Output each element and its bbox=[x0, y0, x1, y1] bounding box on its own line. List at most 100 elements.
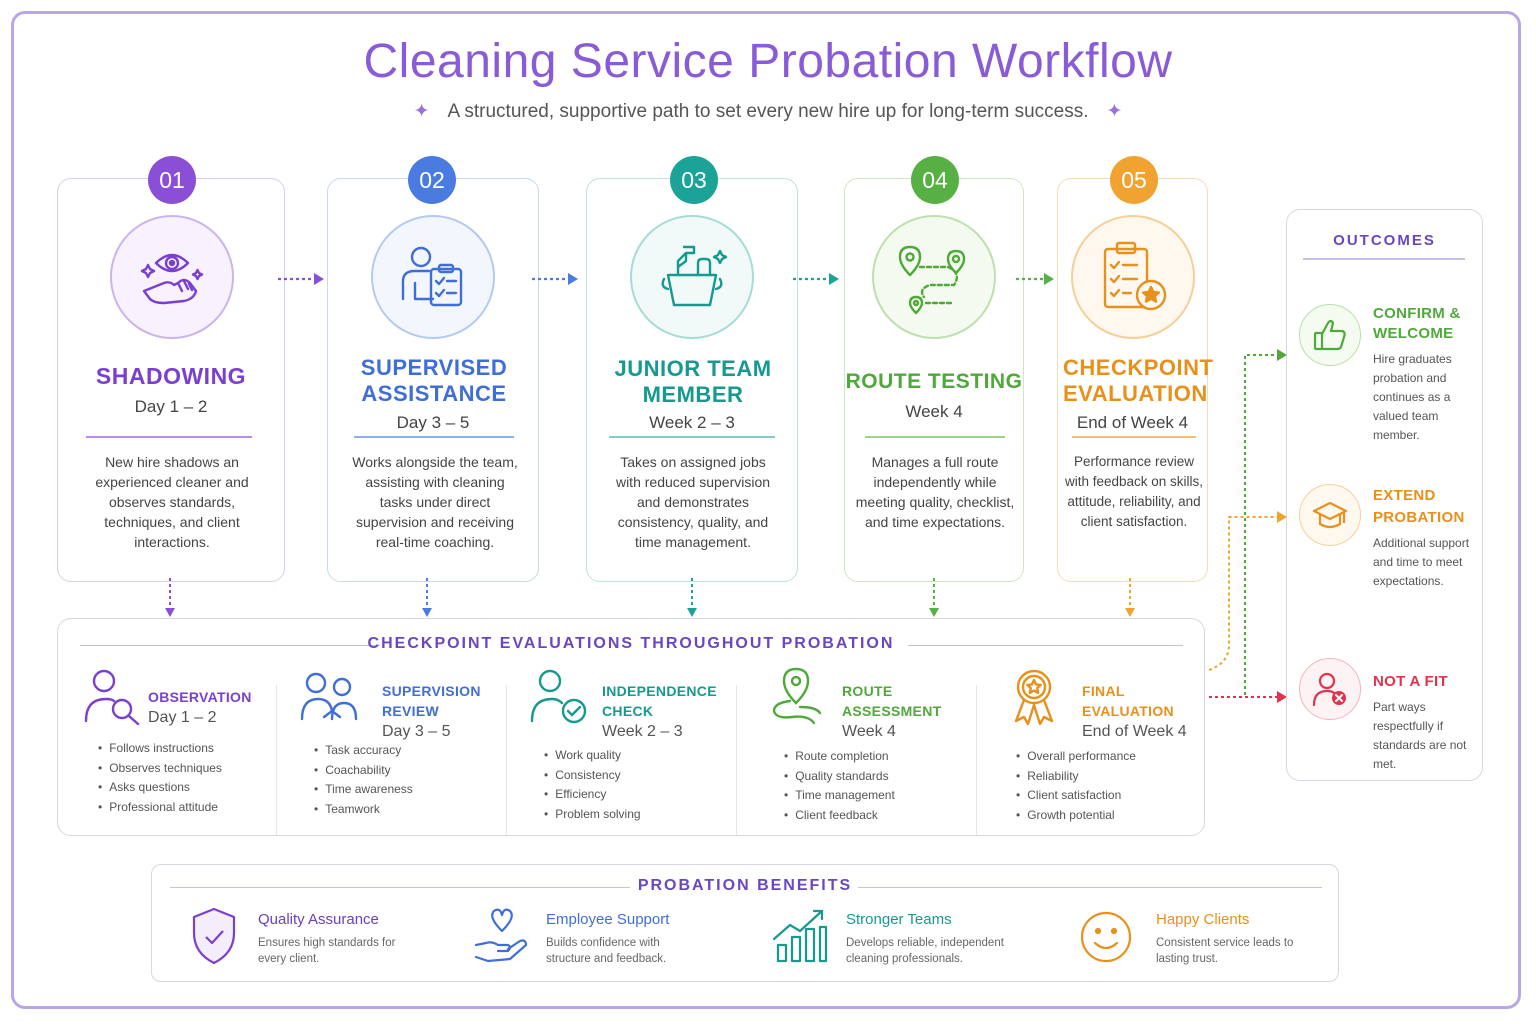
outcomes-panel: OUTCOMES CONFIRM & WELCOME Hire graduate… bbox=[1286, 209, 1483, 781]
award-ribbon-icon bbox=[1014, 669, 1054, 725]
checkpoint-panel-title: CHECKPOINT EVALUATIONS THROUGHOUT PROBAT… bbox=[367, 635, 895, 652]
shield-check-icon bbox=[192, 907, 236, 965]
stage-description: Takes on assigned jobs with reduced supe… bbox=[615, 454, 771, 550]
checkpoint-name: INDEPENDENCE CHECK bbox=[602, 683, 717, 719]
flow-arrow bbox=[278, 273, 324, 285]
page-title: Cleaning Service Probation Workflow bbox=[363, 35, 1173, 88]
smiley-face-icon bbox=[1080, 911, 1132, 963]
benefits-panel: PROBATION BENEFITS Quality Assurance Ens… bbox=[151, 864, 1339, 982]
checkpoint-observation: OBSERVATION Day 1 – 2 Follows instructio… bbox=[84, 667, 284, 827]
criteria-item: Client feedback bbox=[795, 806, 895, 826]
checkpoint-final-evaluation: FINAL EVALUATION End of Week 4 Overall p… bbox=[1006, 667, 1196, 827]
page-subtitle: ✦ A structured, supportive path to set ev… bbox=[0, 100, 1536, 123]
graduation-cap-icon bbox=[1299, 484, 1361, 546]
thumbs-up-icon bbox=[1299, 304, 1361, 366]
stage-divider bbox=[609, 436, 775, 438]
down-arrow bbox=[422, 578, 432, 617]
stage-period: Day 1 – 2 bbox=[134, 397, 208, 416]
stage-number-badge: 02 bbox=[408, 156, 456, 204]
down-arrow bbox=[1125, 578, 1135, 617]
criteria-item: Quality standards bbox=[795, 767, 895, 787]
outcomes-title-rule bbox=[1303, 258, 1465, 260]
subtitle-text: A structured, supportive path to set eve… bbox=[447, 101, 1089, 122]
stage-number-badge: 01 bbox=[148, 156, 196, 204]
checkpoint-criteria: Overall performance Reliability Client s… bbox=[1016, 747, 1136, 825]
stage-supervised-assistance: 02 SUPERVISED ASSISTANCE Day 3 – 5 Works… bbox=[327, 156, 539, 582]
stage-shadowing: 01 SHADOWING Day 1 – 2 New hire shadows … bbox=[57, 156, 285, 582]
flow-arrow bbox=[1016, 273, 1054, 285]
criteria-item: Asks questions bbox=[109, 778, 222, 798]
checkpoint-independence-check: INDEPENDENCE CHECK Week 2 – 3 Work quali… bbox=[530, 667, 730, 827]
benefit-description: Builds confidence with structure and fee… bbox=[546, 937, 667, 965]
two-people-icon bbox=[300, 672, 358, 721]
checkpoint-period: Day 1 – 2 bbox=[148, 709, 217, 726]
stage-period: End of Week 4 bbox=[1076, 413, 1189, 432]
criteria-item: Observes techniques bbox=[109, 759, 222, 779]
stage-junior-team-member: 03 JUNIOR TEAM MEMBER Week 2 – 3 Takes o… bbox=[586, 156, 798, 582]
heart-hand-icon bbox=[474, 908, 528, 963]
growth-chart-icon bbox=[772, 909, 828, 963]
outcome-connectors bbox=[1208, 349, 1287, 703]
person-remove-icon bbox=[1299, 658, 1361, 720]
criteria-item: Client satisfaction bbox=[1027, 786, 1136, 806]
benefits-title: PROBATION BENEFITS bbox=[637, 877, 853, 894]
benefit-description: Ensures high standards for every client. bbox=[258, 937, 396, 965]
checkpoint-divider bbox=[506, 685, 507, 835]
stage-description: Works alongside the team, assisting with… bbox=[352, 454, 518, 550]
flow-arrow bbox=[532, 273, 578, 285]
checkpoint-divider bbox=[736, 685, 737, 835]
criteria-item: Overall performance bbox=[1027, 747, 1136, 767]
diagram-frame bbox=[11, 11, 1521, 1009]
stage-period: Week 4 bbox=[905, 402, 963, 421]
stage-divider bbox=[86, 436, 252, 438]
checkpoint-period: Week 2 – 3 bbox=[602, 723, 683, 740]
down-arrow bbox=[165, 578, 175, 617]
route-pins-icon bbox=[872, 215, 996, 339]
stage-period: Day 3 – 5 bbox=[396, 413, 470, 432]
criteria-item: Follows instructions bbox=[109, 739, 222, 759]
criteria-item: Problem solving bbox=[555, 805, 640, 825]
map-pin-route-icon bbox=[772, 667, 822, 725]
stage-name: SUPERVISED ASSISTANCE bbox=[360, 355, 508, 406]
stage-divider bbox=[354, 436, 514, 438]
criteria-item: Work quality bbox=[555, 746, 641, 766]
sparkle-icon: ✦ bbox=[1106, 101, 1123, 122]
criteria-item: Reliability bbox=[1027, 767, 1136, 787]
criteria-item: Time management bbox=[795, 786, 895, 806]
checkpoint-divider bbox=[976, 685, 977, 835]
checkpoint-period: Week 4 bbox=[842, 723, 896, 740]
stage-description: Performance review with feedback on skil… bbox=[1064, 454, 1204, 529]
criteria-item: Coachability bbox=[325, 761, 413, 781]
down-arrow bbox=[687, 578, 697, 617]
benefits-title-rule bbox=[170, 887, 630, 888]
benefit-name: Quality Assurance bbox=[258, 911, 379, 928]
checkpoint-supervision-review: SUPERVISION REVIEW Day 3 – 5 Task accura… bbox=[300, 667, 500, 827]
stage-name: ROUTE TESTING bbox=[845, 370, 1023, 393]
person-magnifier-icon bbox=[84, 669, 140, 725]
stage-name: CHECKPOINT EVALUATION bbox=[1063, 355, 1214, 406]
criteria-item: Professional attitude bbox=[109, 798, 222, 818]
stage-description: Manages a full route independently while… bbox=[855, 454, 1015, 530]
person-check-icon bbox=[530, 669, 587, 724]
checkpoint-name: OBSERVATION bbox=[148, 689, 252, 705]
checkpoint-name: SUPERVISION REVIEW bbox=[382, 683, 481, 719]
outcomes-title: OUTCOMES bbox=[1333, 232, 1436, 249]
criteria-item: Route completion bbox=[795, 747, 895, 767]
checkpoint-route-assessment: ROUTE ASSESSMENT Week 4 Route completion… bbox=[770, 667, 970, 827]
checkpoint-criteria: Task accuracy Coachability Time awarenes… bbox=[314, 741, 413, 819]
stage-divider bbox=[865, 436, 1005, 438]
stage-number-badge: 03 bbox=[670, 156, 718, 204]
checkpoint-criteria: Follows instructions Observes techniques… bbox=[98, 739, 222, 817]
criteria-item: Growth potential bbox=[1027, 806, 1136, 826]
panel-title-rule bbox=[80, 645, 380, 646]
stage-checkpoint-evaluation: 05 CHECKPOINT EVALUATION End of Week 4 P… bbox=[1057, 156, 1214, 582]
checkpoint-panel: CHECKPOINT EVALUATIONS THROUGHOUT PROBAT… bbox=[57, 618, 1205, 836]
checkpoint-criteria: Route completion Quality standards Time … bbox=[784, 747, 895, 825]
outcome-name: CONFIRM & bbox=[1373, 305, 1461, 322]
benefit-name: Stronger Teams bbox=[846, 911, 952, 928]
criteria-item: Task accuracy bbox=[325, 741, 413, 761]
checkpoint-divider bbox=[276, 685, 277, 835]
benefit-name: Happy Clients bbox=[1156, 911, 1250, 928]
cleaning-bucket-icon bbox=[630, 215, 754, 339]
stage-divider bbox=[1072, 436, 1196, 438]
